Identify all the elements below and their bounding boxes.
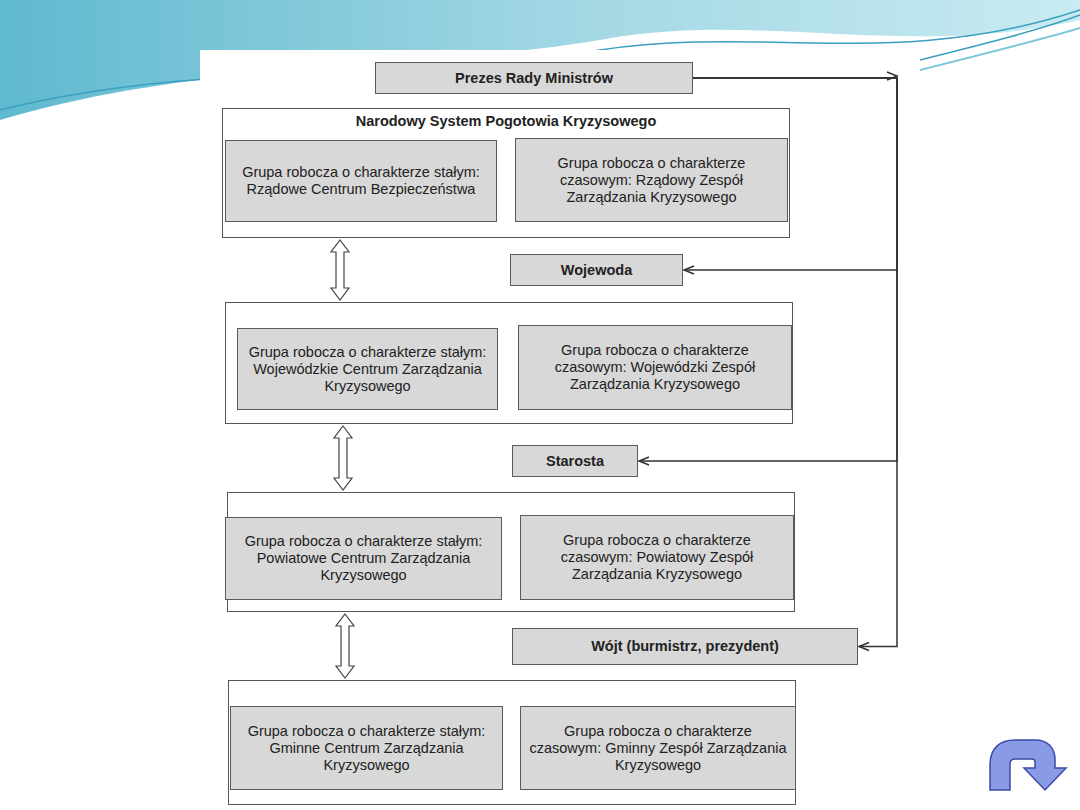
working-group-box: Grupa robocza o charakterze czasowym: Po… xyxy=(520,515,794,600)
box-text: Wojewoda xyxy=(561,262,632,279)
box-text: Grupa robocza o charakterze stałym: Powi… xyxy=(234,533,493,584)
box-text: Grupa robocza o charakterze czasowym: Wo… xyxy=(527,342,783,393)
authority-box: Wójt (burmistrz, prezydent) xyxy=(512,628,858,665)
authority-box: Starosta xyxy=(512,445,638,477)
working-group-box: Grupa robocza o charakterze stałym: Powi… xyxy=(225,517,502,600)
box-text: Grupa robocza o charakterze czasowym: Gm… xyxy=(529,723,787,774)
working-group-box: Grupa robocza o charakterze czasowym: Rz… xyxy=(515,138,788,222)
working-group-box: Grupa robocza o charakterze czasowym: Wo… xyxy=(518,325,792,410)
group-panel: Grupa robocza o charakterze stałym: Powi… xyxy=(227,492,795,612)
group-panel: Grupa robocza o charakterze stałym: Gmin… xyxy=(228,680,796,805)
working-group-box: Grupa robocza o charakterze stałym: Woje… xyxy=(237,328,498,410)
group-panel: Narodowy System Pogotowia KryzysowegoGru… xyxy=(222,108,790,238)
authority-box: Prezes Rady Ministrów xyxy=(375,62,693,94)
authority-box: Wojewoda xyxy=(510,254,683,286)
connector xyxy=(336,614,354,678)
box-text: Grupa robocza o charakterze czasowym: Po… xyxy=(529,532,785,583)
working-group-box: Grupa robocza o charakterze stałym: Rząd… xyxy=(225,140,497,222)
box-text: Wójt (burmistrz, prezydent) xyxy=(591,638,779,655)
box-text: Grupa robocza o charakterze stałym: Woje… xyxy=(246,344,489,395)
connector xyxy=(334,426,352,490)
wave-line xyxy=(920,28,1080,70)
return-icon xyxy=(990,740,1066,790)
box-text: Grupa robocza o charakterze stałym: Rząd… xyxy=(234,164,488,198)
panel-heading: Narodowy System Pogotowia Kryzysowego xyxy=(223,113,789,130)
box-text: Grupa robocza o charakterze czasowym: Rz… xyxy=(524,155,779,206)
connector xyxy=(331,240,349,300)
box-text: Grupa robocza o charakterze stałym: Gmin… xyxy=(239,723,494,774)
working-group-box: Grupa robocza o charakterze stałym: Gmin… xyxy=(230,706,503,790)
trunk-arrowhead xyxy=(887,72,897,80)
box-text: Starosta xyxy=(546,453,604,470)
wave-line xyxy=(920,15,1080,60)
box-text: Prezes Rady Ministrów xyxy=(455,70,613,87)
group-panel: Grupa robocza o charakterze stałym: Woje… xyxy=(225,302,793,424)
working-group-box: Grupa robocza o charakterze czasowym: Gm… xyxy=(520,706,796,790)
